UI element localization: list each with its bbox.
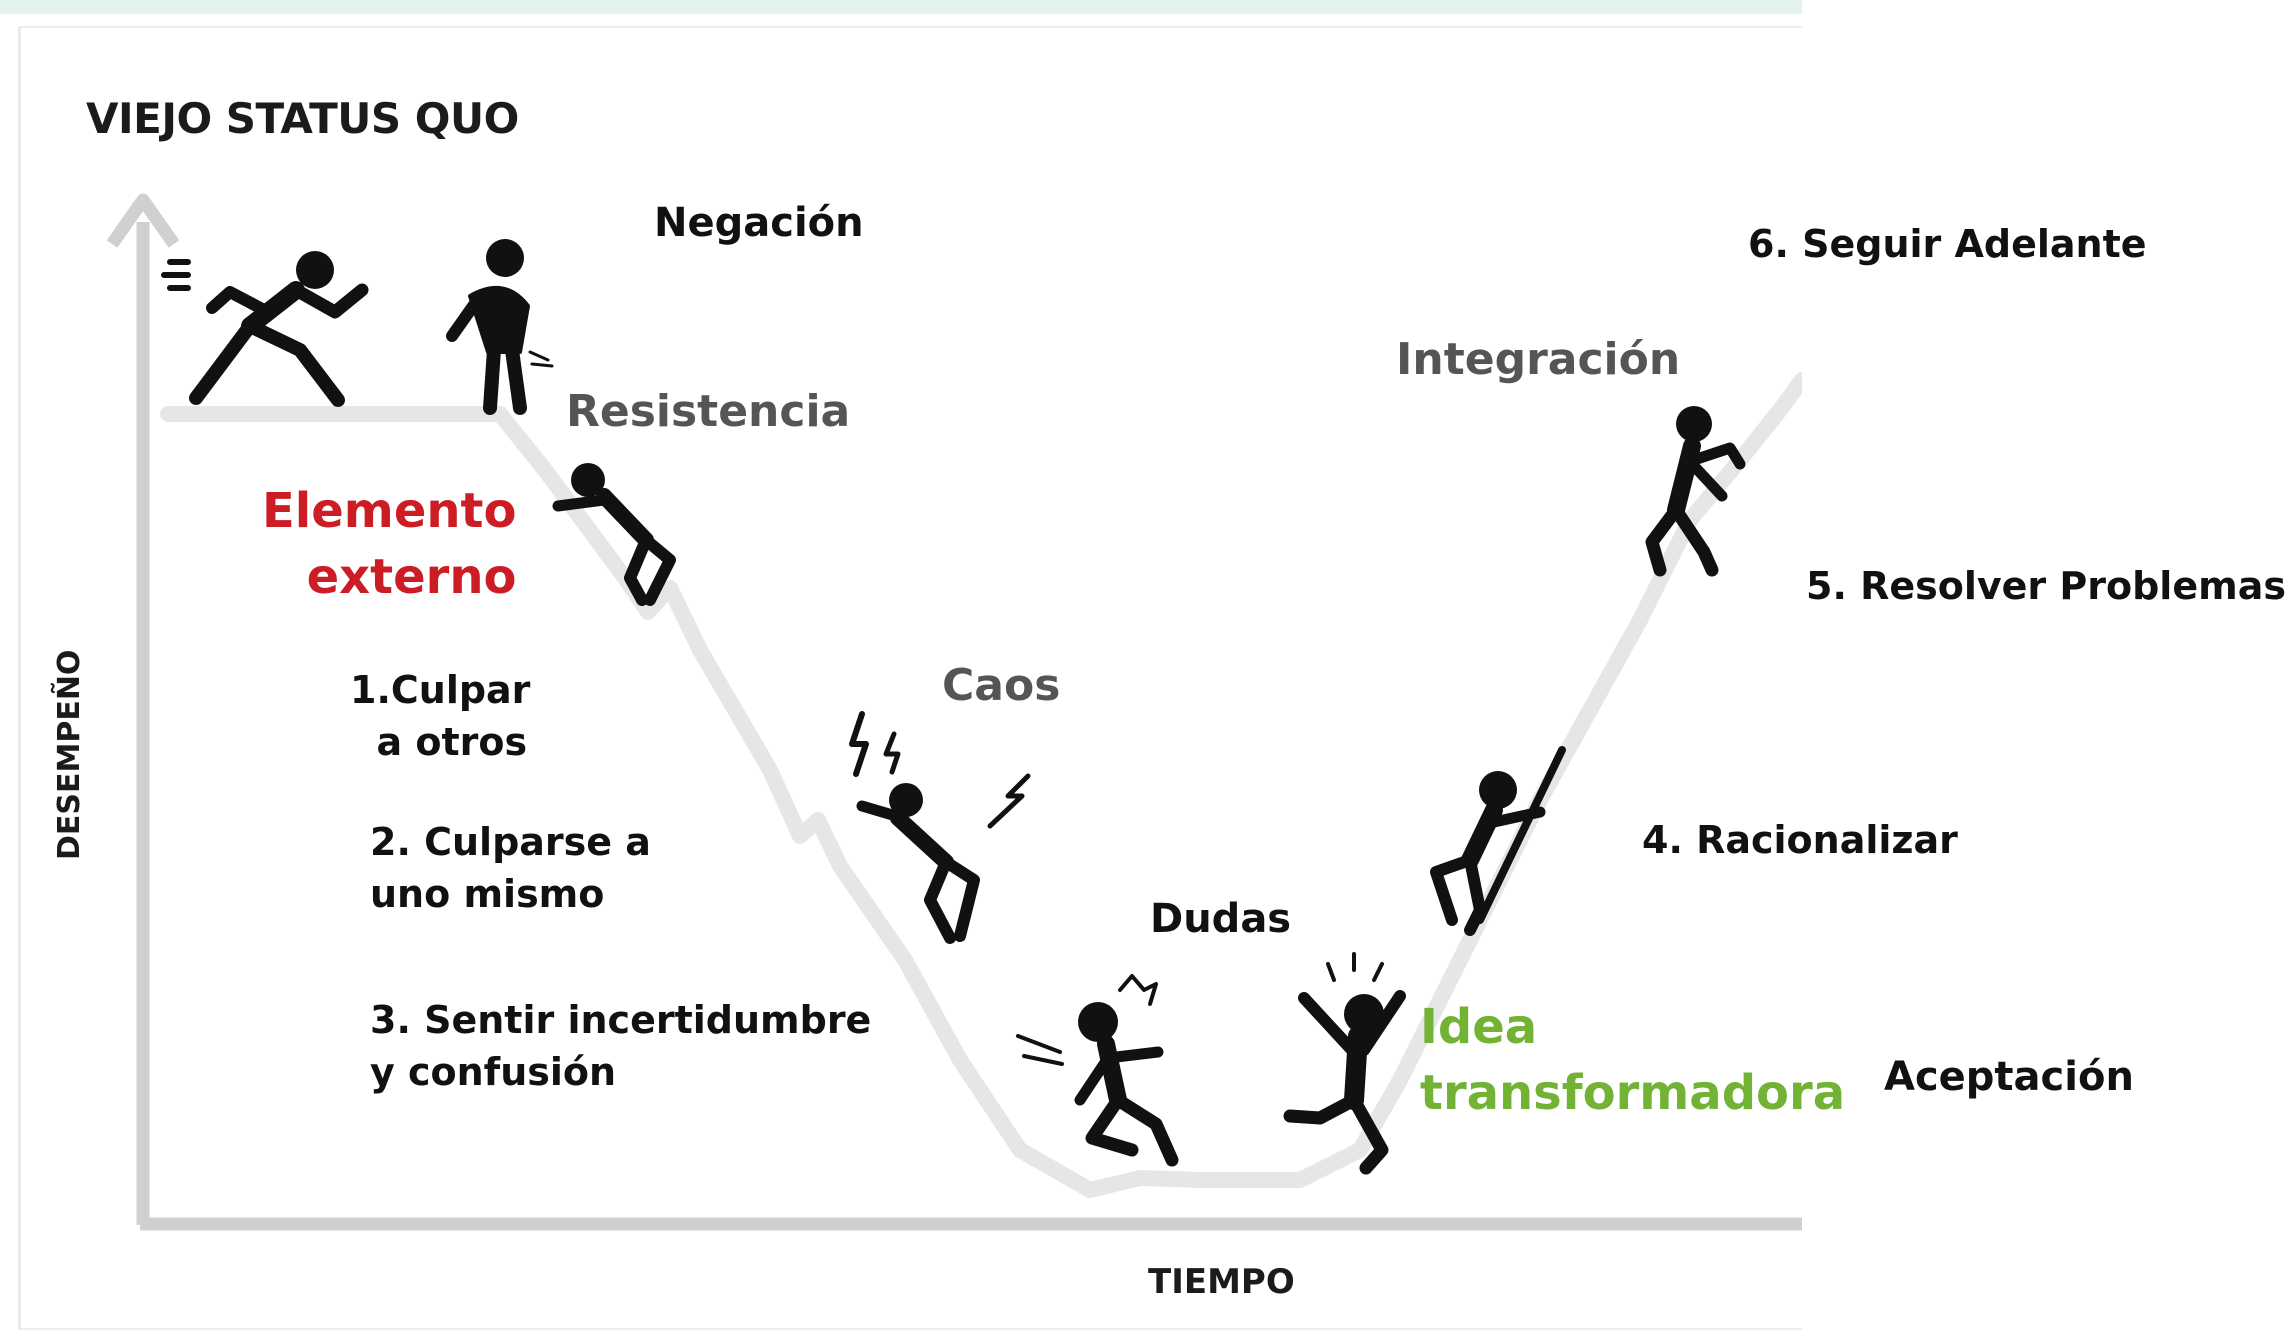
- stage-aceptacion: Aceptación: [1884, 1054, 2134, 1100]
- axes: [106, 193, 1802, 1231]
- sliding-figure-icon: [552, 463, 676, 606]
- standing-figure-icon: [446, 239, 554, 415]
- stage-dudas: Dudas: [1150, 896, 1292, 942]
- change-curve: [160, 372, 1810, 1198]
- stage-elemento-externo: Elemento externo: [262, 483, 517, 606]
- step-3: 3. Sentir incertidumbre y confusión: [370, 998, 872, 1095]
- stage-resistencia: Resistencia: [566, 386, 851, 437]
- x-axis-label: TIEMPO: [1148, 1262, 1295, 1302]
- right-panel: [1802, 0, 2255, 1332]
- stage-integracion: Integración: [1396, 334, 1681, 385]
- step-6: 6. Seguir Adelante: [1748, 222, 2147, 266]
- walking-figure-icon: [1645, 406, 1746, 577]
- step-4: 4. Racionalizar: [1642, 818, 1958, 862]
- diagram-frame: [18, 26, 1806, 1330]
- step-5: 5. Resolver Problemas: [1806, 564, 2286, 608]
- chaos-figure-icon: [849, 711, 1031, 944]
- y-axis-arrowhead: [106, 193, 180, 248]
- climbing-figure-icon: [1430, 746, 1566, 936]
- stage-caos: Caos: [942, 660, 1061, 711]
- running-figure-icon: [161, 251, 369, 407]
- stumbling-figure-icon: [1016, 974, 1179, 1167]
- step-2: 2. Culparse a uno mismo: [370, 820, 651, 917]
- y-axis-label: DESEMPEÑO: [52, 649, 87, 860]
- stage-idea-transformadora: Idea transformadora: [1420, 999, 1846, 1122]
- top-accent-strip: [0, 0, 2000, 14]
- step-1: 1.Culpar a otros: [350, 668, 531, 765]
- stage-negacion: Negación: [654, 200, 864, 246]
- y-axis-top-label: VIEJO STATUS QUO: [86, 94, 519, 143]
- jumping-figure-icon: [1283, 952, 1406, 1175]
